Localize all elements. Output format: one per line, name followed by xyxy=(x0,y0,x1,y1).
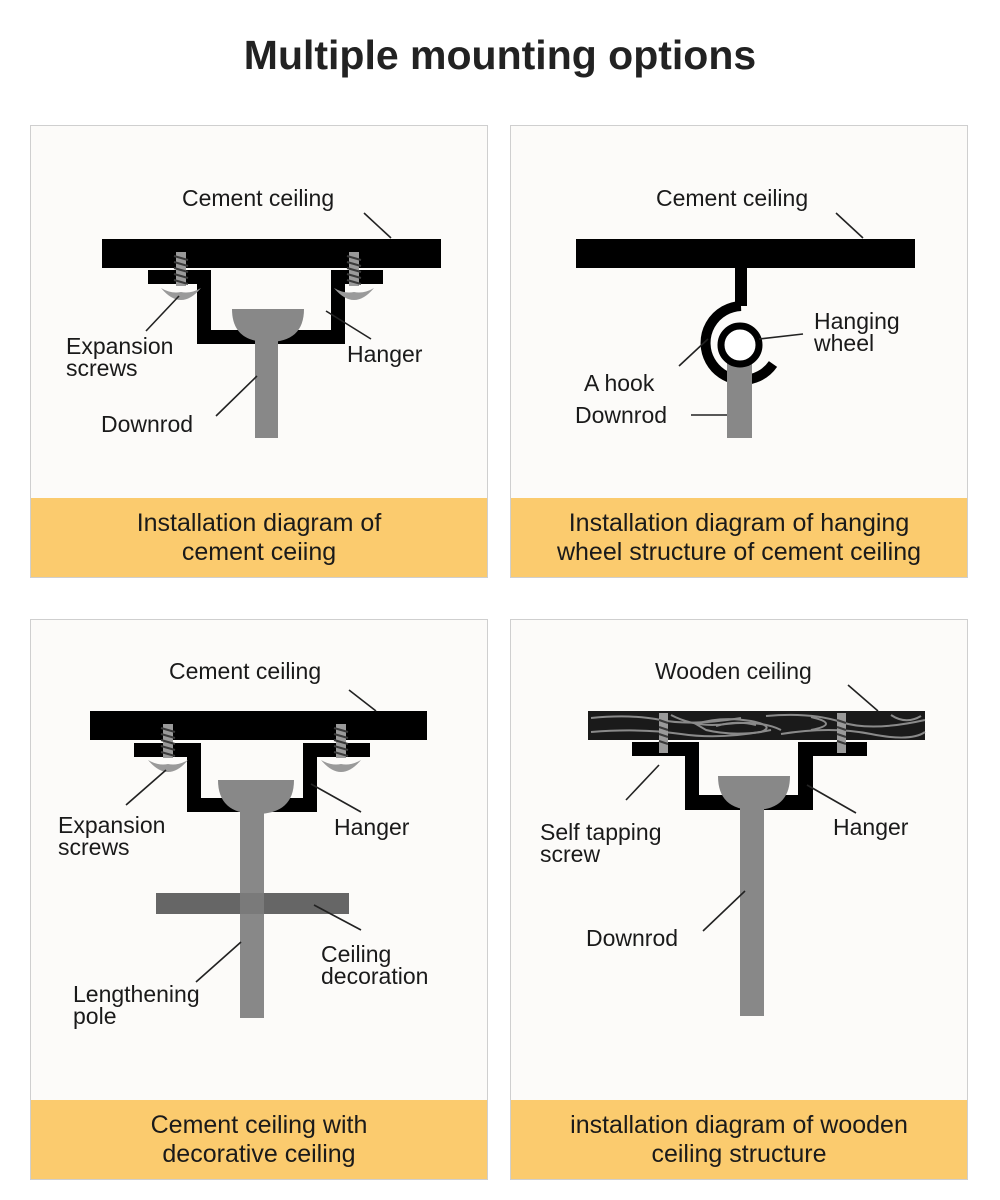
label-cement-ceiling: Cement ceiling xyxy=(656,185,809,211)
diagram-decorative-ceiling xyxy=(90,689,427,1018)
diagram-hanging-wheel xyxy=(576,212,915,438)
hanger-bracket xyxy=(632,742,867,810)
ceiling-slab xyxy=(90,711,427,740)
diagram-wooden-ceiling xyxy=(588,684,926,1016)
label-hanger: Hanger xyxy=(833,814,909,840)
label-cement-ceiling: Cement ceiling xyxy=(182,185,335,211)
leader-lines xyxy=(145,212,392,417)
ceiling-slab xyxy=(102,239,441,268)
hanger-bracket xyxy=(134,743,370,812)
downrod xyxy=(727,358,752,438)
downrod-ball xyxy=(232,309,304,342)
leader-lines xyxy=(625,684,879,932)
label-cement-ceiling: Cement ceiling xyxy=(169,658,322,684)
label-wooden-ceiling: Wooden ceiling xyxy=(655,658,812,684)
self-tapping-screw-left xyxy=(658,713,669,753)
hook-stem xyxy=(735,266,747,306)
hanger-bracket xyxy=(148,270,383,344)
downrod-ball xyxy=(718,776,790,810)
label-downrod: Downrod xyxy=(101,411,194,437)
self-tapping-screw-right xyxy=(836,713,847,753)
ceiling-slab xyxy=(576,239,915,268)
label-downrod: Downrod xyxy=(586,925,679,951)
leader-lines xyxy=(678,212,864,416)
wooden-ceiling-board xyxy=(588,711,926,740)
hanging-wheel xyxy=(717,322,763,368)
label-hook: A hook xyxy=(584,370,655,396)
page-title: Multiple mounting options xyxy=(243,32,757,78)
label-hanger: Hanger xyxy=(347,341,423,367)
downrod xyxy=(255,336,278,438)
label-hanger: Hanger xyxy=(334,814,410,840)
leader-lines xyxy=(125,689,377,983)
downrod xyxy=(740,806,764,1016)
downrod-ball xyxy=(218,780,294,814)
diagram-cement-ceiling xyxy=(102,212,441,438)
label-downrod: Downrod xyxy=(575,402,668,428)
hook xyxy=(700,301,778,385)
